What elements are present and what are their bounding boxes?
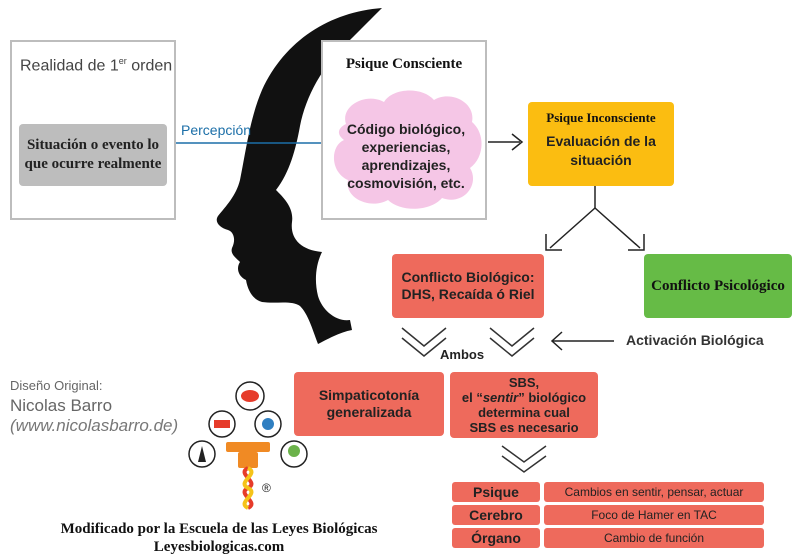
table-row-psique-value: Cambios en sentir, pensar, actuar (544, 482, 764, 502)
chevrons-sbs (501, 445, 547, 473)
table-row-psique-label: Psique (452, 482, 540, 502)
unconscious-box: Psique Inconsciente Evaluación de la sit… (528, 102, 674, 186)
table-row-cerebro-value: Foco de Hamer en TAC (544, 505, 764, 525)
perception-label: Percepción (181, 122, 252, 138)
credits-url: (www.nicolasbarro.de) (10, 416, 179, 435)
unconscious-title: Psique Inconsciente (546, 110, 656, 125)
footer-line1: Modificado por la Escuela de las Leyes B… (60, 521, 378, 537)
cloud-shape (333, 90, 482, 209)
split-arrows (545, 186, 645, 251)
psychological-conflict-box: Conflicto Psicológico (644, 254, 792, 318)
situation-box: Situación o evento lo que ocurre realmen… (19, 124, 167, 186)
arrow-to-unconscious (488, 133, 524, 151)
sympathicotonia-box: Simpaticotonía generalizada (294, 372, 444, 436)
sbs-line2: el “sentir” biológico (461, 390, 587, 405)
reality-box: Realidad de 1er orden Situación o evento… (10, 40, 176, 220)
credits-author: Nicolas Barro (10, 396, 113, 415)
unconscious-text: Evaluación de la situación (546, 133, 656, 168)
biological-conflict-box: Conflicto Biológico: DHS, Recaída ó Riel (392, 254, 544, 318)
credits-designed-label: Diseño Original: (10, 378, 103, 393)
chevrons-left (401, 327, 447, 357)
cloud-text: Código biológico, experiencias, aprendiz… (346, 121, 466, 191)
chevrons-right (489, 327, 535, 357)
conscious-title: Psique Consciente (345, 56, 463, 72)
footer-line2: Leyesbiologicas.com (153, 539, 285, 555)
perception-arrow (176, 142, 324, 144)
table-row-cerebro-label: Cerebro (452, 505, 540, 525)
activation-label: Activación Biológica (626, 332, 764, 348)
table-row-organo-label: Órgano (452, 528, 540, 548)
svg-text:®: ® (262, 481, 271, 495)
activation-arrow (550, 331, 614, 351)
ambos-label: Ambos (440, 347, 485, 362)
sbs-box: SBS, el “sentir” biológico determina cua… (450, 372, 598, 438)
reality-title: Realidad de 1er orden (20, 56, 173, 75)
table-row-organo-value: Cambio de función (544, 528, 764, 548)
logo-emblem: ® (188, 381, 308, 510)
